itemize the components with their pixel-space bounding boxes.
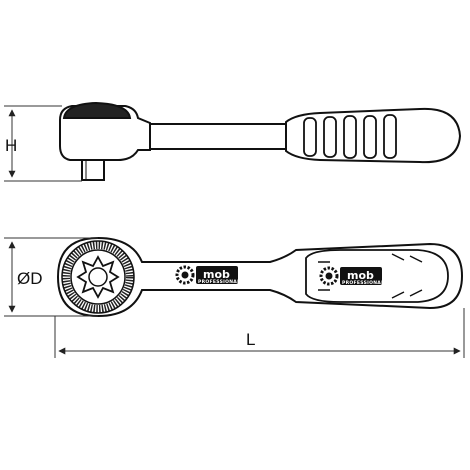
logo-brand-text-handle: mob [347,269,374,282]
logo-shaft: mob PROFESSIONAL [175,265,240,285]
logo-handle: mob PROFESSIONAL [319,266,384,286]
gear-icon [175,265,195,285]
knurled-cap [62,101,132,119]
shaft-side [150,123,286,150]
logo-subbrand-text: PROFESSIONAL [198,279,240,285]
diameter-label: ØD [17,269,43,288]
tool-outline-top [56,236,464,318]
logo-brand-text: mob [203,268,230,281]
top-view [56,236,464,318]
knurled-ring [62,241,134,313]
grip-panel-top [305,249,449,303]
length-label: L [246,330,255,349]
socket-star [76,255,120,299]
length-dimension [54,308,465,358]
handle-side [285,107,462,164]
gear-icon [319,266,339,286]
height-dimension [4,105,82,182]
height-label: H [5,136,17,155]
grip-ridges-top [318,253,423,299]
square-drive [81,157,105,181]
side-view [59,101,462,181]
diameter-dimension [4,237,98,317]
grip-ribs-side [303,114,397,159]
logo-subbrand-text-handle: PROFESSIONAL [342,280,384,286]
